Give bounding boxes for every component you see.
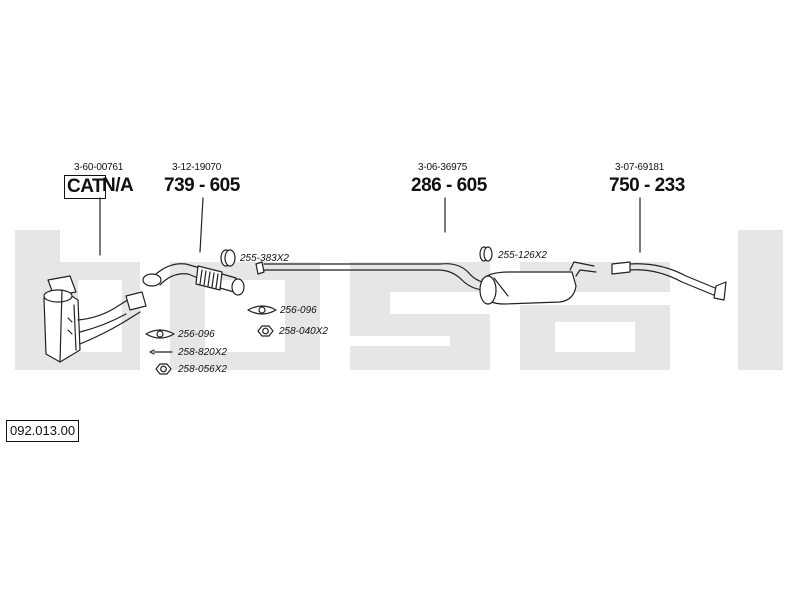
diagram-code: 092.013.00 [6, 420, 80, 442]
nut-icon-258-056 [155, 363, 172, 375]
gasket-icon-256-096-upper [247, 305, 277, 315]
middle-silencer-ref: 3-06-36975 [418, 162, 468, 173]
fitting-label: 256-096 [280, 305, 317, 316]
tail-pipe-part-number: 750 - 233 [609, 175, 685, 196]
middle-silencer-part [255, 261, 597, 305]
front-pipe-ref: 3-12-19070 [172, 162, 222, 173]
clamp-icon-255-126 [479, 246, 493, 262]
front-pipe-part-number: 739 - 605 [164, 175, 240, 196]
stud-icon-258-820 [149, 349, 173, 355]
catalyst-cat-label: CAT [64, 175, 107, 199]
fitting-label: 255-126X2 [498, 250, 547, 261]
middle-silencer-part-number: 286 - 605 [411, 175, 487, 196]
fitting-label: 256-096 [178, 329, 215, 340]
clamp-icon-255-383 [220, 249, 236, 267]
fitting-label: 258-040X2 [279, 326, 328, 337]
catalyst-ref: 3-60-00761 [74, 162, 124, 173]
catalyst-part [43, 275, 147, 363]
catalyst-part-number: N/A [102, 175, 134, 196]
front-pipe-part [142, 263, 245, 296]
gasket-icon-256-096-lower [145, 329, 175, 339]
tail-pipe-part [611, 261, 727, 301]
fitting-label: 258-820X2 [178, 347, 227, 358]
fitting-label: 255-383X2 [240, 253, 289, 264]
tail-pipe-ref: 3-07-69181 [615, 162, 665, 173]
fitting-label: 258-056X2 [178, 364, 227, 375]
leader-front-pipe [199, 197, 204, 253]
nut-icon-258-040 [257, 325, 274, 337]
